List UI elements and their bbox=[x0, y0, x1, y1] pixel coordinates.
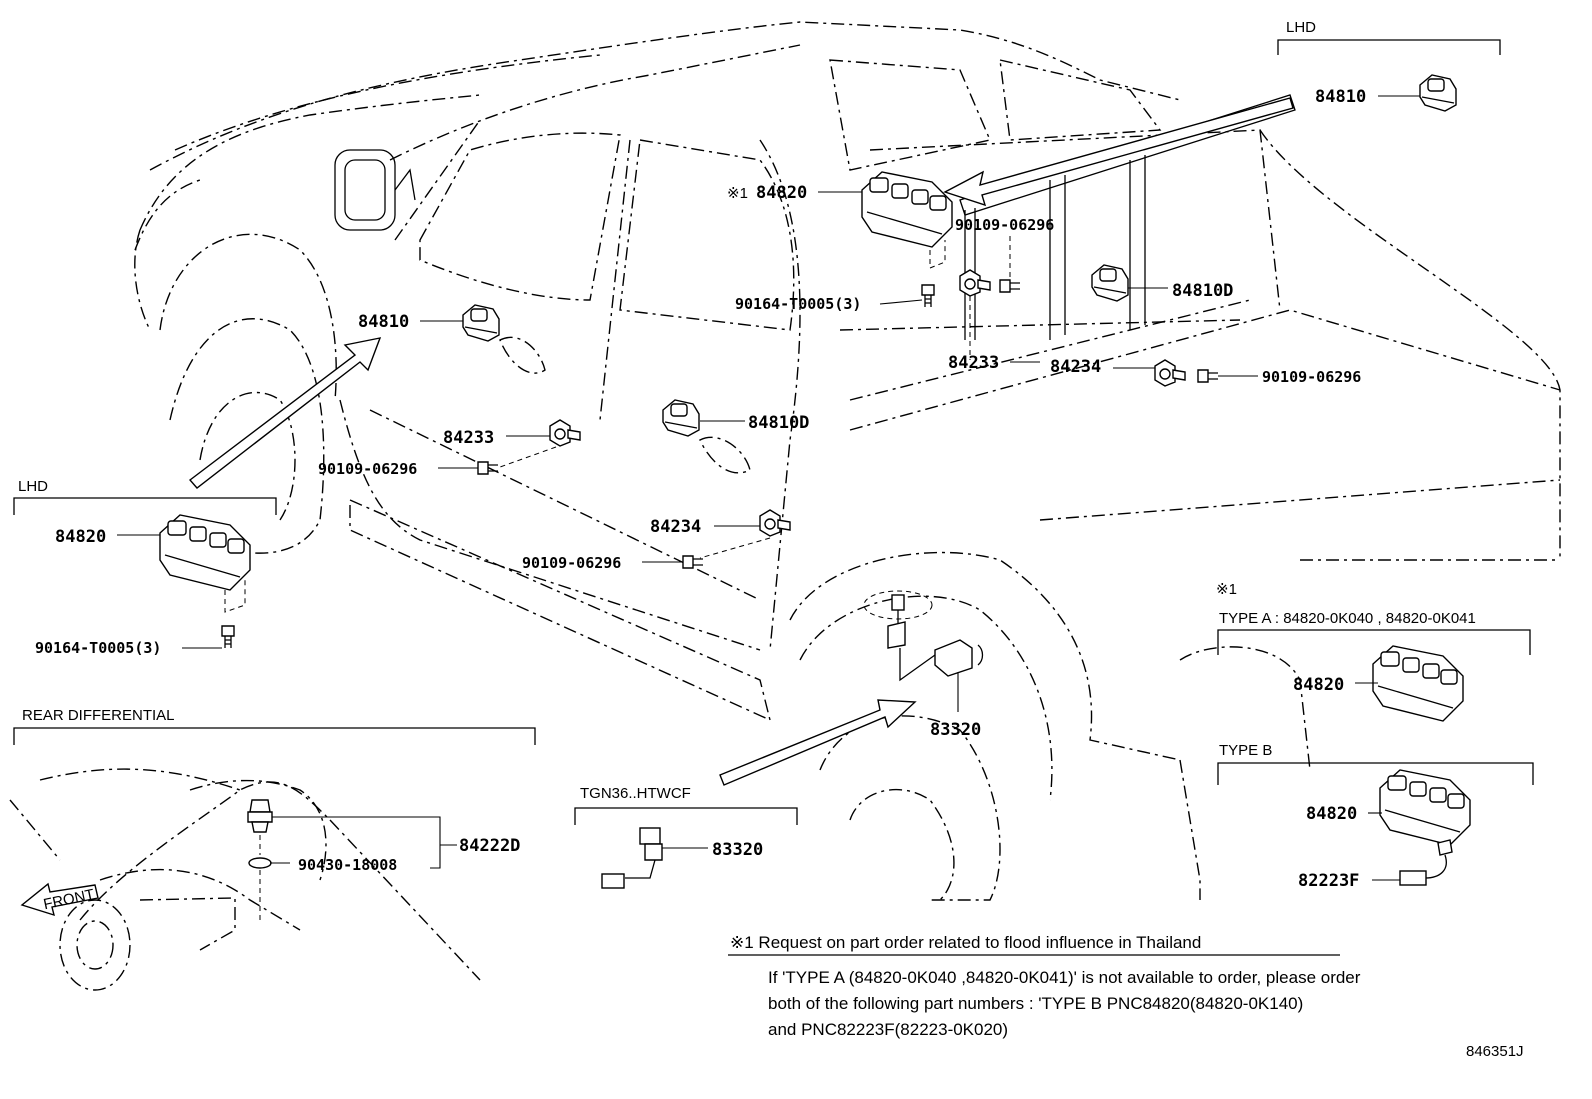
part-label-84222D[interactable]: 84222D bbox=[459, 836, 520, 856]
part-84820-type-b[interactable] bbox=[1379, 769, 1471, 846]
part-84233-rear[interactable] bbox=[959, 269, 991, 297]
part-label-90430[interactable]: 90430-18008 bbox=[298, 856, 397, 874]
section-label-lhd-left: LHD bbox=[18, 478, 48, 495]
part-label-84810-top[interactable]: 84810 bbox=[1315, 87, 1366, 107]
rear-differential-housing bbox=[9, 768, 481, 991]
part-84234-front[interactable] bbox=[759, 509, 791, 537]
part-label-84233-front[interactable]: 84233 bbox=[443, 428, 494, 448]
section-label-rear-differential: REAR DIFFERENTIAL bbox=[22, 707, 175, 724]
part-label-90109-c[interactable]: 90109-06296 bbox=[318, 460, 417, 478]
note-line-1: If 'TYPE A (84820-0K040 ,84820-0K041)' i… bbox=[768, 968, 1361, 987]
section-brackets bbox=[13, 39, 1534, 956]
note-line-2: both of the following part numbers : 'TY… bbox=[768, 994, 1303, 1013]
part-84820-type-a[interactable] bbox=[1372, 645, 1464, 722]
part-label-90164-a[interactable]: 90164-T0005(3) bbox=[735, 295, 861, 313]
part-84810-front[interactable] bbox=[462, 304, 500, 342]
part-84820-lhd[interactable] bbox=[159, 514, 251, 613]
part-label-82223F[interactable]: 82223F bbox=[1298, 871, 1359, 891]
section-label-tgn: TGN36..HTWCF bbox=[580, 785, 691, 802]
side-mirror bbox=[334, 149, 416, 231]
note-line-3: and PNC82223F(82223-0K020) bbox=[768, 1020, 1008, 1039]
part-label-84810D-rear[interactable]: 84810D bbox=[1172, 281, 1233, 301]
part-84810-lhd-top[interactable] bbox=[1419, 74, 1457, 112]
part-90109-a-bolt[interactable] bbox=[999, 279, 1021, 293]
part-84820-door[interactable] bbox=[861, 171, 953, 269]
part-83320-tgn[interactable] bbox=[601, 827, 663, 889]
part-label-84810D-mid[interactable]: 84810D bbox=[748, 413, 809, 433]
part-84222D[interactable] bbox=[247, 799, 273, 833]
part-90164-a-screw[interactable] bbox=[921, 284, 935, 308]
direction-arrows bbox=[20, 97, 1294, 917]
part-label-84820-door[interactable]: 84820 bbox=[756, 183, 807, 203]
part-label-84810-front[interactable]: 84810 bbox=[358, 312, 409, 332]
part-label-90109-d[interactable]: 90109-06296 bbox=[522, 554, 621, 572]
part-82223F-harness[interactable] bbox=[1399, 839, 1453, 886]
part-label-83320-wheel[interactable]: 83320 bbox=[930, 720, 981, 740]
part-label-90109-a[interactable]: 90109-06296 bbox=[955, 216, 1054, 234]
note-mark: ※1 bbox=[1216, 581, 1237, 598]
section-label-lhd-top: LHD bbox=[1286, 19, 1316, 36]
section-label-type-b: TYPE B bbox=[1219, 742, 1272, 759]
part-84233-front[interactable] bbox=[549, 419, 581, 447]
part-90109-c-bolt[interactable] bbox=[477, 461, 499, 475]
part-90164-b-screw[interactable] bbox=[221, 625, 235, 649]
part-label-83320-tgn[interactable]: 83320 bbox=[712, 840, 763, 860]
note-title: ※1 Request on part order related to floo… bbox=[730, 933, 1201, 952]
part-label-84820-type-a[interactable]: 84820 bbox=[1293, 675, 1344, 695]
part-label-84820-type-b[interactable]: 84820 bbox=[1306, 804, 1357, 824]
part-label-84234-rear[interactable]: 84234 bbox=[1050, 357, 1101, 377]
part-84234-rear[interactable] bbox=[1154, 359, 1186, 387]
part-90109-b-bolt[interactable] bbox=[1197, 369, 1219, 383]
part-label-84820-mark: ※1 bbox=[727, 185, 748, 202]
part-84810D-rear[interactable] bbox=[1091, 264, 1129, 302]
section-label-type-a: TYPE A : 84820-0K040 , 84820-0K041 bbox=[1219, 610, 1476, 627]
part-83320-wheel[interactable] bbox=[863, 590, 984, 682]
part-label-90164-b[interactable]: 90164-T0005(3) bbox=[35, 639, 161, 657]
part-84810D-mid[interactable] bbox=[662, 399, 700, 437]
part-label-84234-front[interactable]: 84234 bbox=[650, 517, 701, 537]
part-90430-washer[interactable] bbox=[248, 857, 272, 869]
figure-id: 846351J bbox=[1466, 1043, 1524, 1060]
part-label-84820-lhd[interactable]: 84820 bbox=[55, 527, 106, 547]
part-label-90109-b[interactable]: 90109-06296 bbox=[1262, 368, 1361, 386]
part-label-84233-rear[interactable]: 84233 bbox=[948, 353, 999, 373]
vehicle-body-outline bbox=[134, 21, 1561, 901]
